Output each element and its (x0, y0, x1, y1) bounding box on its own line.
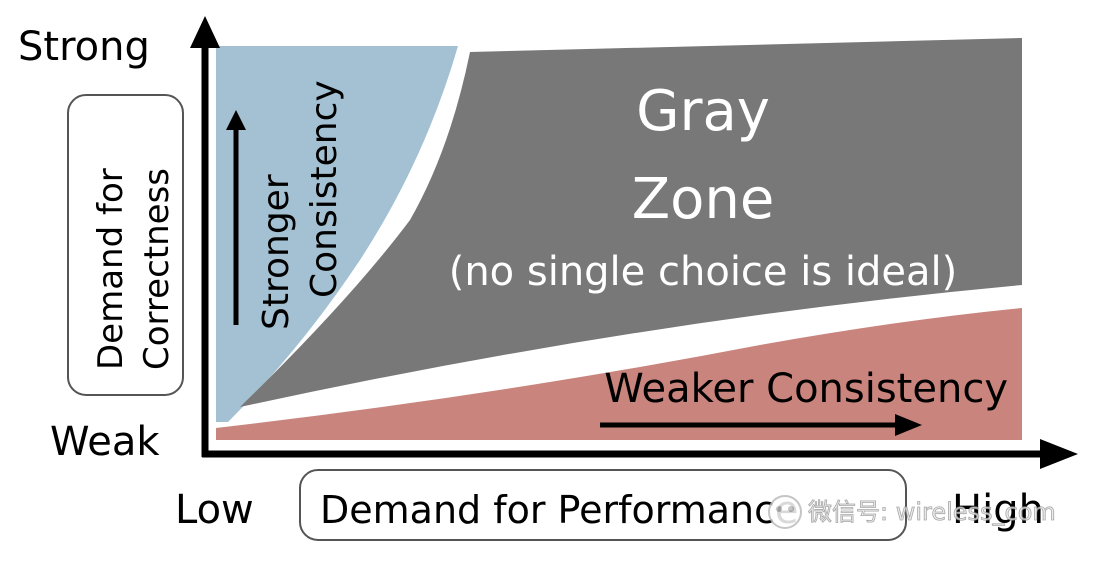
gray-zone-title-line1: Gray (636, 79, 770, 144)
y-axis-title-line2: Correctness (137, 168, 177, 370)
y-axis-title-box (67, 94, 184, 396)
y-axis-bottom-label: Weak (50, 419, 160, 465)
stronger-consistency-label-line1: Stronger (256, 174, 297, 330)
gray-zone-subtitle: (no single choice is ideal) (449, 249, 958, 295)
y-axis-arrowhead (190, 16, 220, 48)
x-axis-title: Demand for Performance (320, 488, 798, 532)
watermark-text: 微信号: wireless_com (808, 498, 1056, 526)
strong-consistency-region (216, 46, 458, 422)
x-axis-left-label: Low (175, 487, 254, 533)
weaker-consistency-label: Weaker Consistency (604, 366, 1008, 412)
watermark: 微信号: wireless_com (768, 495, 1056, 529)
wechat-icon-eye-left (776, 506, 782, 512)
weak-consistency-region (216, 308, 1022, 440)
weaker-consistency-arrowhead (895, 414, 922, 436)
y-axis-title-line1: Demand for (91, 168, 131, 370)
stronger-consistency-arrowhead (226, 110, 246, 130)
stronger-consistency-label-line2: Consistency (304, 80, 345, 298)
gray-zone-title-line2: Zone (632, 167, 775, 232)
wechat-icon-eye-right (788, 506, 794, 512)
x-axis-arrowhead (1040, 439, 1078, 469)
x-axis-title-box (299, 469, 907, 541)
gray-zone-region (240, 38, 1022, 407)
wechat-icon (768, 495, 802, 529)
x-axis-right-label: High (952, 487, 1044, 533)
y-axis-top-label: Strong (18, 24, 150, 70)
